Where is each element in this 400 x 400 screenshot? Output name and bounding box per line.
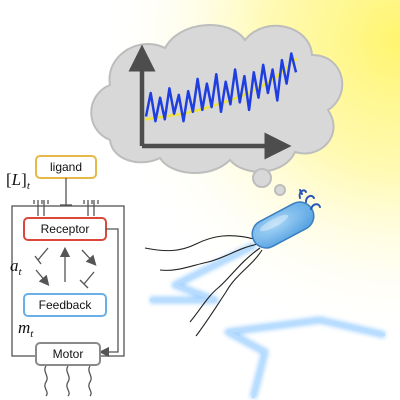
bacterium-highlight bbox=[259, 214, 289, 232]
feedback-box bbox=[23, 293, 107, 317]
bacterium-flagella bbox=[144, 235, 263, 337]
motor-label: Motor bbox=[53, 347, 84, 361]
membrane-receptors bbox=[33, 200, 99, 216]
motor-flagella bbox=[44, 365, 92, 397]
series-signal-trace bbox=[144, 52, 298, 123]
activity-symbol: at bbox=[10, 256, 23, 278]
ligand-label: ligand bbox=[50, 160, 82, 174]
swim-trajectory bbox=[150, 241, 386, 399]
thought-bubble-large bbox=[252, 168, 272, 188]
ligand-concentration-symbol: [L]t bbox=[6, 170, 31, 192]
feedback-arrows bbox=[34, 246, 97, 289]
motor-box bbox=[35, 342, 101, 366]
bacterium bbox=[144, 189, 321, 337]
receptor-label: Receptor bbox=[41, 222, 90, 236]
bacterium-body bbox=[251, 201, 315, 249]
methylation-symbol: mt bbox=[18, 318, 34, 340]
signal-chart bbox=[128, 44, 298, 160]
feedback-label: Feedback bbox=[39, 298, 93, 312]
chemoreceptor-tips bbox=[298, 189, 321, 210]
thought-bubble-small bbox=[274, 184, 286, 196]
receptor-to-motor-path bbox=[98, 228, 119, 358]
signaling-network: [L]t ligand Receptor at bbox=[6, 155, 125, 397]
